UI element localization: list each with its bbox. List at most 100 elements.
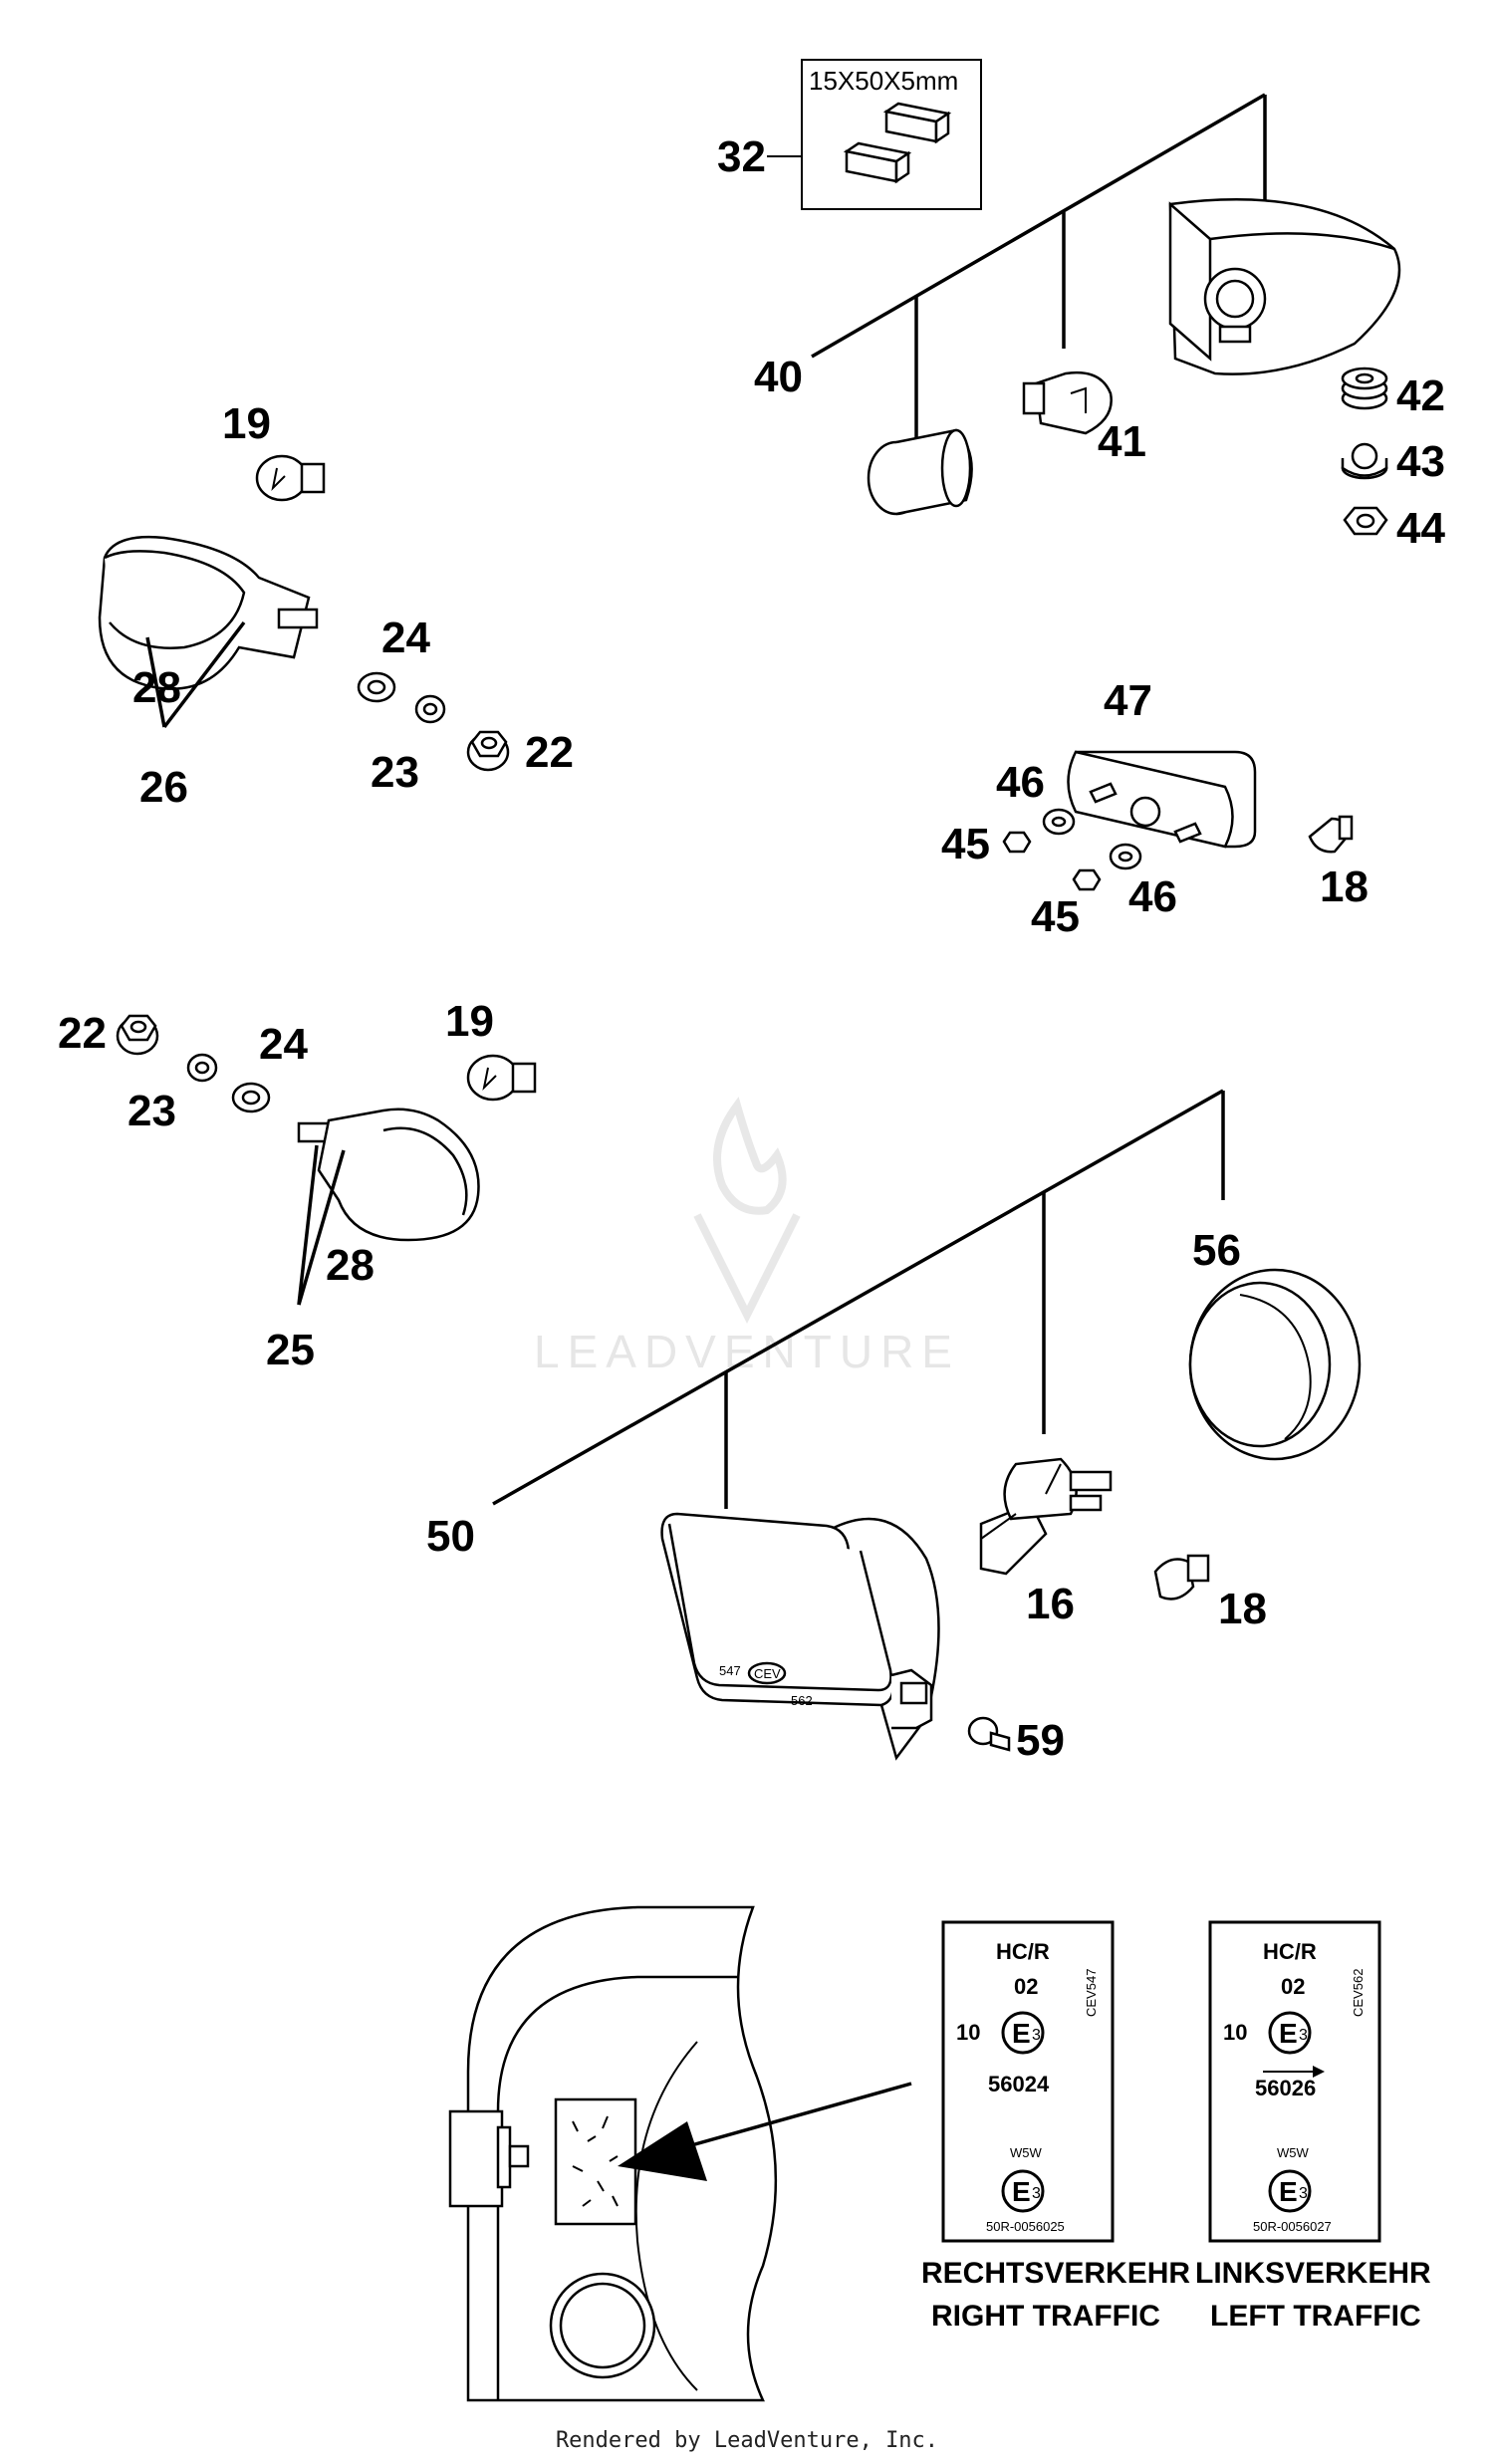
label-location-detail	[448, 1905, 912, 2402]
headlamp-mark-center: CEV	[754, 1666, 781, 1681]
indicator-lens	[297, 1108, 480, 1242]
label-right-e-num: 3	[1032, 2027, 1041, 2044]
washer	[1042, 808, 1076, 836]
pad-box	[801, 59, 982, 210]
callout-59: 59	[1016, 1716, 1065, 1765]
label-right-number: 56024	[988, 2072, 1050, 2096]
label-right-caption-de: RECHTSVERKEHR	[921, 2257, 1190, 2290]
label-right-e2: E	[1012, 2176, 1031, 2207]
tail-light-group: 15X50X5mm 32 40	[717, 59, 1445, 553]
callout-45a: 45	[941, 820, 990, 868]
h4-bulb	[979, 1457, 1113, 1576]
callout-19a: 19	[222, 399, 271, 448]
label-left-code: 02	[1281, 1974, 1305, 1999]
dimension-label: 15X50X5mm	[809, 66, 958, 96]
callout-50: 50	[426, 1512, 475, 1561]
label-left-ten: 10	[1223, 2020, 1247, 2045]
callout-43: 43	[1396, 437, 1445, 486]
label-right-cev: CEV547	[1084, 1969, 1099, 2017]
plate-light-housing	[1067, 750, 1257, 849]
brake-bulb	[1022, 370, 1113, 435]
indicator-right-group: 22 23 24 19 28 25	[58, 997, 537, 1374]
label-right-approval: 50R-0056025	[986, 2219, 1065, 2234]
label-left-approval: 50R-0056027	[1253, 2219, 1332, 2234]
callout-32: 32	[717, 132, 766, 181]
wedge-bulb-icon	[1308, 815, 1354, 854]
label-left-traffic: HC/R 02 CEV562 10 E 3 56026 W5W E 3 50R-…	[1195, 1920, 1431, 2333]
callout-26: 26	[139, 763, 188, 812]
label-right-w5w: W5W	[1010, 2145, 1043, 2160]
flange-nut	[116, 1014, 159, 1056]
callout-41: 41	[1098, 417, 1146, 466]
label-right-traffic: HC/R 02 CEV547 10 E 3 56024 W5W E 3 50R-…	[921, 1920, 1190, 2333]
lock-washer	[414, 694, 446, 724]
headlamp-unit: 547 CEV 562	[660, 1512, 940, 1761]
flange-nut	[466, 730, 510, 772]
label-left-caption-de: LINKSVERKEHR	[1195, 2257, 1431, 2290]
washer	[231, 1082, 271, 1113]
label-left-e2-num: 3	[1299, 2185, 1308, 2202]
label-left-hcr: HC/R	[1263, 1939, 1317, 1964]
indicator-bulb-icon	[255, 454, 326, 502]
lock-washer	[186, 1053, 218, 1083]
washer	[1109, 843, 1142, 870]
callout-22b: 22	[58, 1009, 107, 1058]
callout-42: 42	[1396, 371, 1445, 420]
watermark-text: LEADVENTURE	[534, 1326, 960, 1377]
callout-24b: 24	[259, 1020, 308, 1069]
label-right-code: 02	[1014, 1974, 1038, 1999]
headlamp-group: 50 56 547 CEV 562 16	[426, 1089, 1362, 1765]
nut	[1072, 868, 1102, 891]
label-right-ten: 10	[956, 2020, 980, 2045]
callout-46a: 46	[996, 758, 1045, 807]
callout-16: 16	[1026, 1580, 1075, 1628]
callout-40: 40	[754, 353, 803, 401]
callout-47: 47	[1104, 676, 1152, 725]
bulb-socket	[867, 428, 973, 516]
headlamp-ring	[1188, 1268, 1362, 1461]
license-light-group: 47 46 45 45 46 18	[941, 676, 1369, 941]
footer-credit: Rendered by LeadVenture, Inc.	[555, 2428, 939, 2453]
callout-56: 56	[1192, 1226, 1241, 1275]
arrow-right-icon	[1263, 2066, 1325, 2078]
label-left-number: 56026	[1255, 2076, 1316, 2100]
label-right-caption-en: RIGHT TRAFFIC	[931, 2300, 1160, 2333]
callout-18a: 18	[1320, 862, 1369, 911]
label-left-e: E	[1279, 2018, 1298, 2049]
indicator-left-group: 19 28 26 24 23 22	[98, 399, 574, 812]
headlamp-mark-right: 562	[791, 1693, 813, 1708]
label-left-caption-en: LEFT TRAFFIC	[1210, 2300, 1421, 2333]
tail-lamp-housing	[1168, 198, 1401, 375]
indicator-lens	[98, 536, 319, 690]
headlamp-mark-left: 547	[719, 1663, 741, 1678]
nut	[1002, 831, 1032, 854]
label-left-e-num: 3	[1299, 2027, 1308, 2044]
callout-28a: 28	[132, 663, 181, 712]
callout-23b: 23	[127, 1087, 176, 1135]
label-right-e2-num: 3	[1032, 2185, 1041, 2202]
callout-22a: 22	[525, 728, 574, 777]
label-right-e: E	[1012, 2018, 1031, 2049]
washer	[357, 671, 396, 703]
callout-19b: 19	[445, 997, 494, 1046]
callout-45b: 45	[1031, 892, 1080, 941]
label-left-e2: E	[1279, 2176, 1298, 2207]
label-left-w5w: W5W	[1277, 2145, 1310, 2160]
callout-46b: 46	[1128, 872, 1177, 921]
callout-23a: 23	[371, 748, 419, 797]
screw	[967, 1716, 1011, 1752]
label-right-hcr: HC/R	[996, 1939, 1050, 1964]
callout-25: 25	[266, 1326, 315, 1374]
callout-28b: 28	[326, 1241, 374, 1290]
label-left-cev: CEV562	[1351, 1969, 1366, 2017]
hex-nut	[1343, 506, 1388, 536]
callout-24a: 24	[381, 614, 430, 662]
callout-44: 44	[1396, 504, 1445, 553]
pad-icon	[843, 102, 952, 184]
indicator-bulb-icon	[466, 1054, 537, 1102]
watermark-logo-icon	[693, 1097, 801, 1324]
spacer	[1341, 442, 1388, 480]
grommet	[1341, 367, 1388, 410]
callout-18b: 18	[1218, 1585, 1267, 1633]
